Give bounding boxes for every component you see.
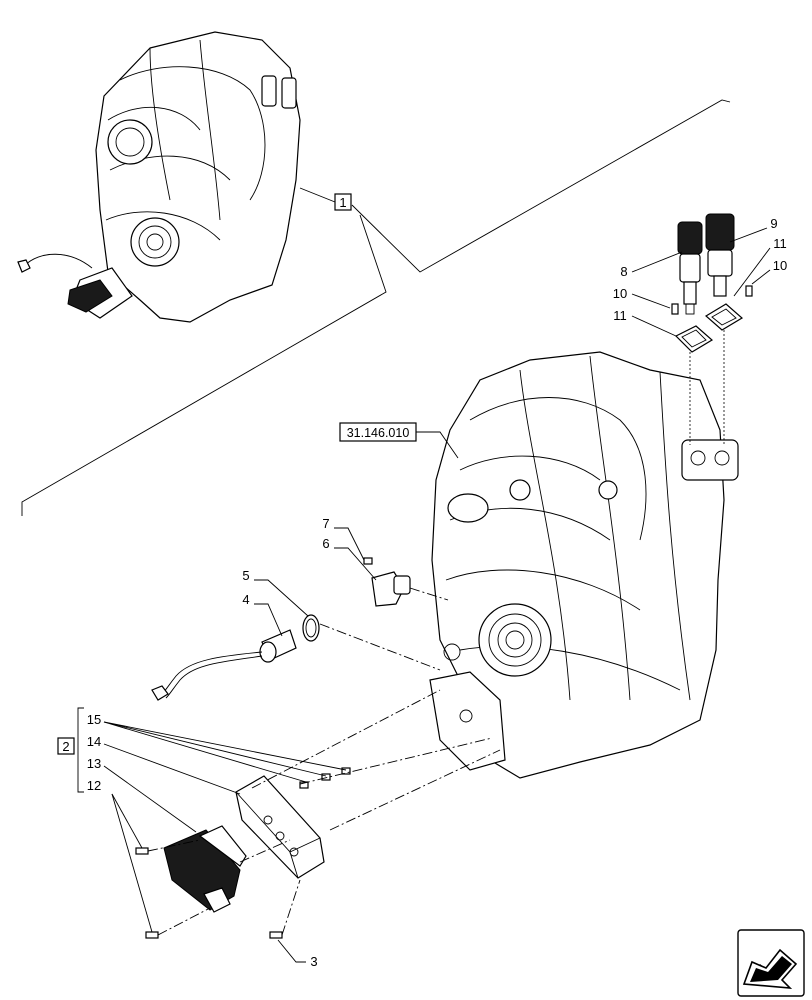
callout-4-label: 4 [242, 592, 249, 607]
callout-5-label: 5 [242, 568, 249, 583]
callout-15: 15 [87, 712, 347, 783]
main-transmission-housing [429, 351, 739, 779]
callout-2-label: 2 [62, 739, 69, 754]
callout-11-right-label: 11 [773, 236, 787, 251]
callout-5: 5 [242, 568, 309, 617]
control-module-13 [163, 825, 291, 913]
callout-6-label: 6 [322, 536, 329, 551]
callout-7-label: 7 [322, 516, 329, 531]
callout-11-right: 11 [733, 236, 787, 297]
reference-label: 31.146.010 [347, 426, 410, 440]
callout-10-left: 10 [613, 286, 671, 309]
callout-14-label: 14 [87, 734, 101, 749]
callout-10-right-label: 10 [773, 258, 787, 273]
callout-6: 6 [322, 536, 377, 581]
separator-lines [21, 99, 731, 516]
callout-12-label: 12 [87, 778, 101, 793]
callout-9-label: 9 [770, 216, 777, 231]
callout-7: 7 [322, 516, 365, 561]
callout-12: 12 [87, 778, 153, 933]
callout-3-label: 3 [310, 954, 317, 969]
callout-1-label: 1 [339, 195, 346, 210]
callout-13: 13 [87, 756, 197, 833]
valve-block [235, 689, 501, 879]
callout-8-label: 8 [620, 264, 627, 279]
callout-14: 14 [87, 734, 241, 795]
screws-12-3 [135, 839, 301, 939]
arrow-left-icon[interactable] [737, 929, 805, 997]
solenoid-valves [671, 213, 753, 445]
callout-10-right: 10 [751, 258, 787, 285]
callout-9: 9 [729, 216, 778, 243]
callout-13-label: 13 [87, 756, 101, 771]
reference-callout: 31.146.010 [339, 422, 459, 459]
callout-15-label: 15 [87, 712, 101, 727]
callout-3: 3 [277, 939, 318, 969]
callout-4: 4 [242, 592, 283, 637]
speed-sensor-4 [151, 614, 441, 701]
callout-10-left-label: 10 [613, 286, 627, 301]
callout-11-left: 11 [613, 308, 677, 337]
sensor-6 [363, 557, 449, 607]
callout-2-bracket: 2 [57, 707, 84, 793]
overview-transmission [17, 31, 301, 323]
callout-8: 8 [620, 251, 683, 279]
callout-11-left-label: 11 [613, 308, 627, 323]
callout-1: 1 [299, 187, 352, 211]
